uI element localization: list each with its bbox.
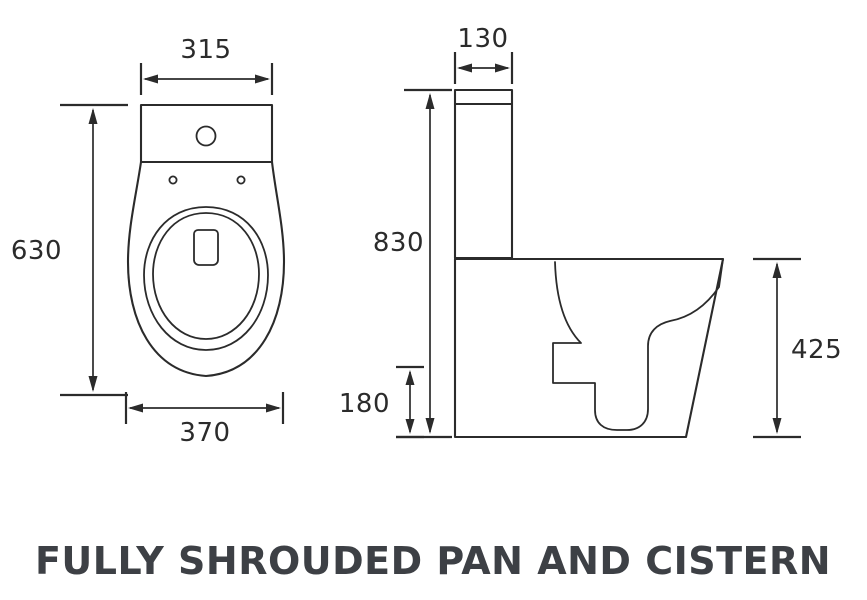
seat-fixing-hole-right-icon [236,175,246,185]
dim-180-group: 180 [339,365,424,439]
dim-label-830: 830 [373,228,424,258]
dim-630-arrow-bottom [88,376,98,392]
dim-label-370: 370 [179,418,230,448]
dim-830-arrow-bottom [425,418,435,434]
front-pan-body [126,160,286,378]
bowl-slot [193,229,219,266]
dim-130-group: 130 [453,24,514,84]
seat-outline [143,206,269,351]
dim-label-180: 180 [339,389,390,419]
dim-130-arrow-right [495,63,510,73]
dim-425-arrow-top [772,262,782,278]
dim-315-arrow-left [143,74,158,84]
front-view-group: 315 630 370 [11,35,286,448]
side-view-group: 130 830 180 [339,24,842,439]
dim-label-315: 315 [180,35,231,65]
dim-315-group: 315 [139,35,274,95]
dim-370-arrow-left [128,403,143,413]
side-pan-bowl-profile [552,258,724,431]
front-cistern-panel [139,103,274,164]
dim-180-arrow-bottom [405,419,415,434]
dim-630-arrow-top [88,108,98,124]
dim-180-arrow-top [405,370,415,385]
dim-630-group: 630 [11,103,128,397]
dim-label-425: 425 [791,335,842,365]
side-cistern-body [453,88,514,260]
dim-label-130: 130 [457,24,508,54]
drawing-title: FULLY SHROUDED PAN AND CISTERN [35,539,831,583]
side-pan-shroud [453,257,725,439]
dim-370-group: 370 [124,392,285,448]
flush-button-icon [195,125,217,147]
dim-830-group: 830 [373,88,452,439]
dim-130-arrow-left [457,63,472,73]
dim-315-arrow-right [255,74,270,84]
dim-370-arrow-right [266,403,281,413]
dim-425-group: 425 [753,257,842,439]
seat-fixing-hole-left-icon [168,175,178,185]
dim-830-arrow-top [425,93,435,109]
dim-425-arrow-bottom [772,418,782,434]
dim-label-630: 630 [11,236,62,266]
seat-inner-ring [152,212,260,340]
